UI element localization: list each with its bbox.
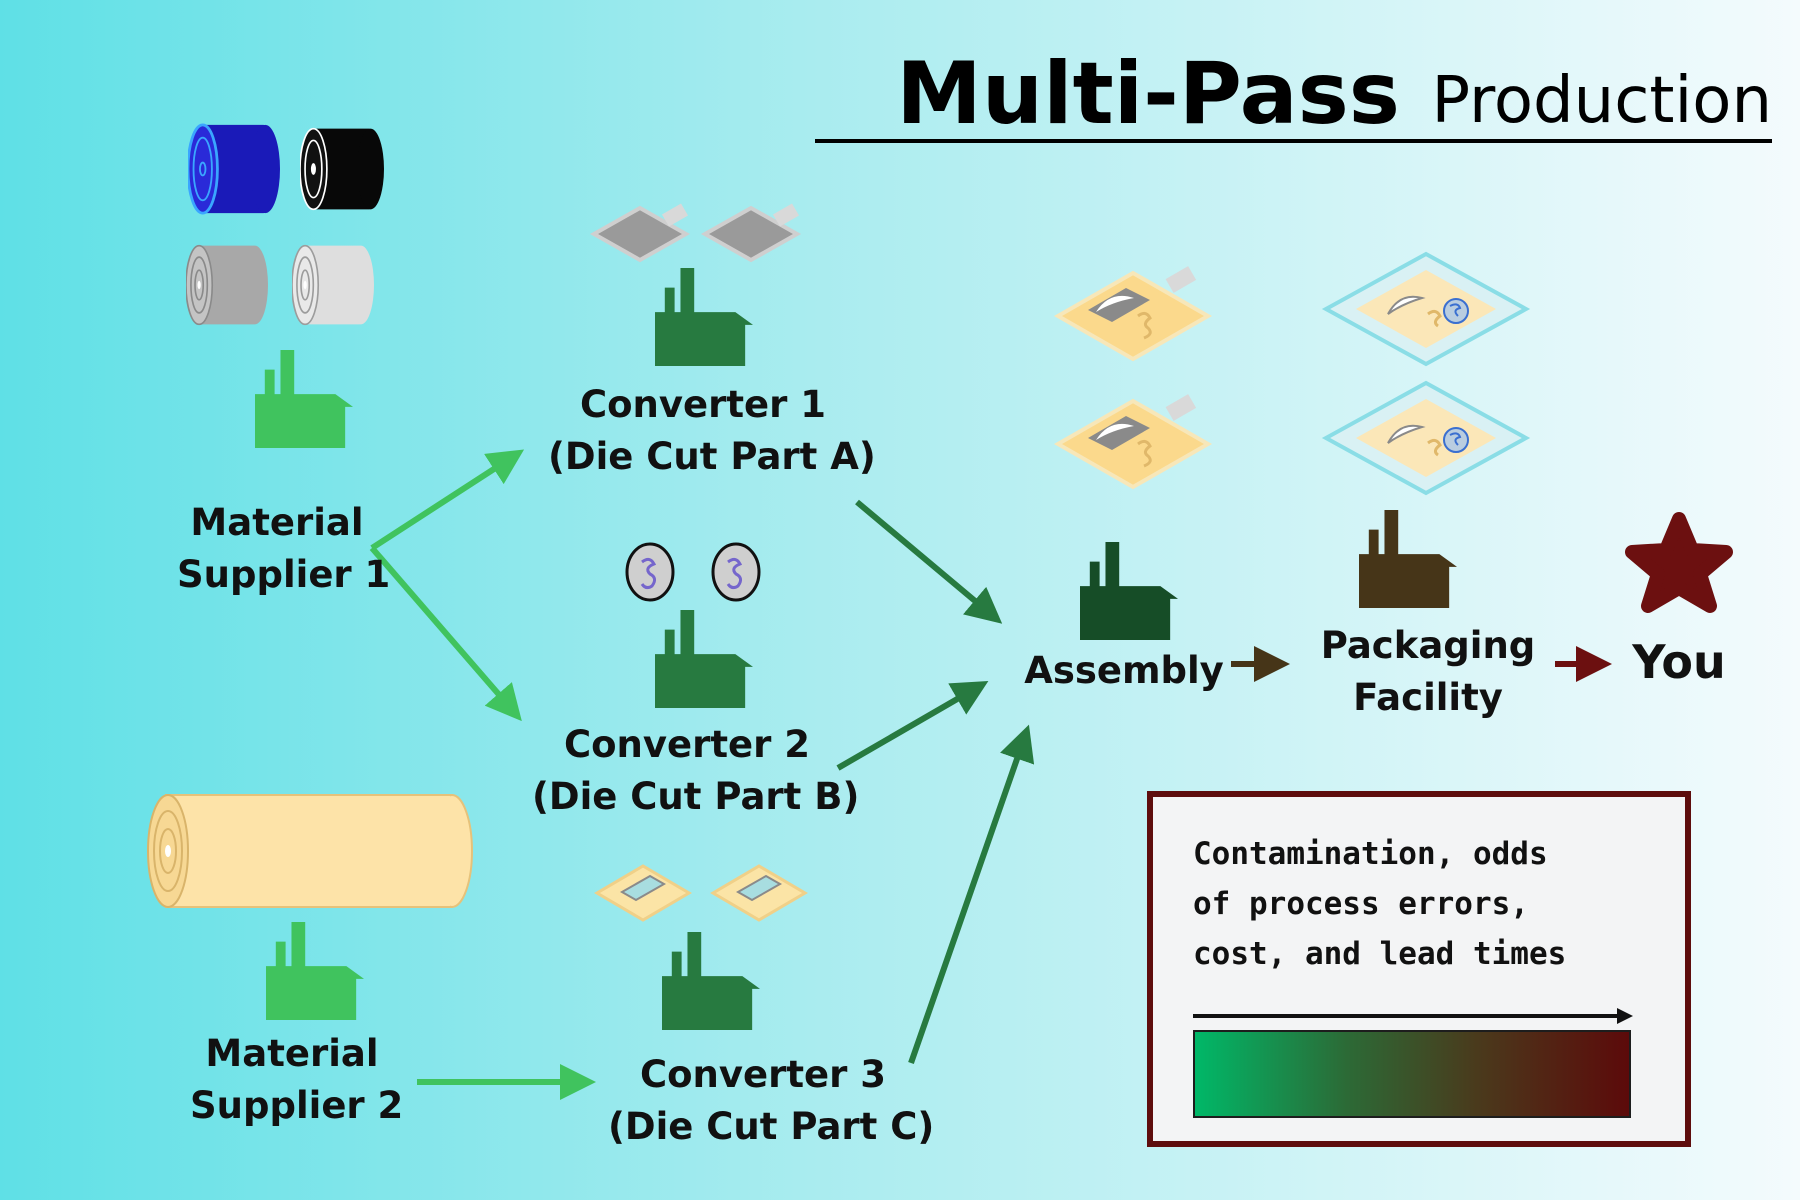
title-light: Production [1431, 64, 1773, 138]
converter2-label: Converter 2 (Die Cut Part B) [532, 719, 860, 823]
material-roll-icon [186, 244, 268, 326]
assembled-part-icon [1053, 394, 1213, 490]
die-cut-part-icon [710, 864, 808, 922]
legend-line: Contamination, odds [1193, 836, 1548, 872]
material-roll-icon [292, 244, 374, 326]
you-label: You [1632, 635, 1726, 689]
supplier1-line2: Supplier 1 [177, 553, 391, 596]
gradient-bar [1193, 1030, 1631, 1118]
packaged-part-icon [1321, 380, 1531, 496]
die-cut-part-icon [625, 542, 675, 602]
die-cut-part-icon [589, 203, 691, 263]
assembled-part-icon [1053, 266, 1213, 362]
material-roll-icon [300, 127, 384, 211]
arrow-icon [855, 499, 1003, 624]
arrow-icon [370, 449, 525, 551]
arrow-icon [908, 724, 1035, 1064]
supplier2-label: Material Supplier 2 [190, 1028, 404, 1132]
legend-line: of process errors, [1193, 886, 1529, 922]
legend-arrow-icon [1193, 1008, 1633, 1024]
arrow-icon [836, 680, 989, 771]
converter1-line2: (Die Cut Part A) [548, 435, 876, 478]
packaging-line1: Packaging [1320, 624, 1536, 667]
die-cut-part-icon [700, 203, 802, 263]
supplier1-line1: Material [190, 501, 364, 544]
title-underline [815, 139, 1772, 143]
title-bold: Multi-Pass [896, 44, 1400, 144]
die-cut-part-icon [594, 864, 692, 922]
supplier2-line2: Supplier 2 [190, 1084, 404, 1127]
converter3-label: Converter 3 (Die Cut Part C) [608, 1049, 935, 1153]
arrow-icon [369, 546, 522, 722]
converter2-line1: Converter 2 [563, 723, 811, 766]
converter2-line2: (Die Cut Part B) [532, 775, 860, 818]
legend-line: cost, and lead times [1193, 936, 1567, 972]
legend-text: Contamination, odds of process errors, c… [1193, 829, 1673, 979]
packaging-line2: Facility [1353, 676, 1503, 719]
converter3-line1: Converter 3 [639, 1053, 887, 1096]
converter3-line2: (Die Cut Part C) [608, 1105, 935, 1148]
converter1-line1: Converter 1 [579, 383, 827, 426]
die-cut-part-icon [711, 542, 761, 602]
supplier1-label: Material Supplier 1 [177, 497, 391, 601]
converter1-label: Converter 1 (Die Cut Part A) [548, 379, 876, 483]
assembly-label: Assembly [1024, 649, 1224, 692]
page-title: Multi-Pass Production [812, 40, 1772, 144]
packaged-part-icon [1321, 251, 1531, 367]
material-roll-icon [147, 794, 473, 908]
legend-box: Contamination, odds of process errors, c… [1147, 791, 1691, 1147]
star-icon [1625, 512, 1733, 613]
material-roll-icon [188, 123, 280, 215]
supplier2-line1: Material [205, 1032, 379, 1075]
packaging-label: Packaging Facility [1318, 620, 1538, 724]
